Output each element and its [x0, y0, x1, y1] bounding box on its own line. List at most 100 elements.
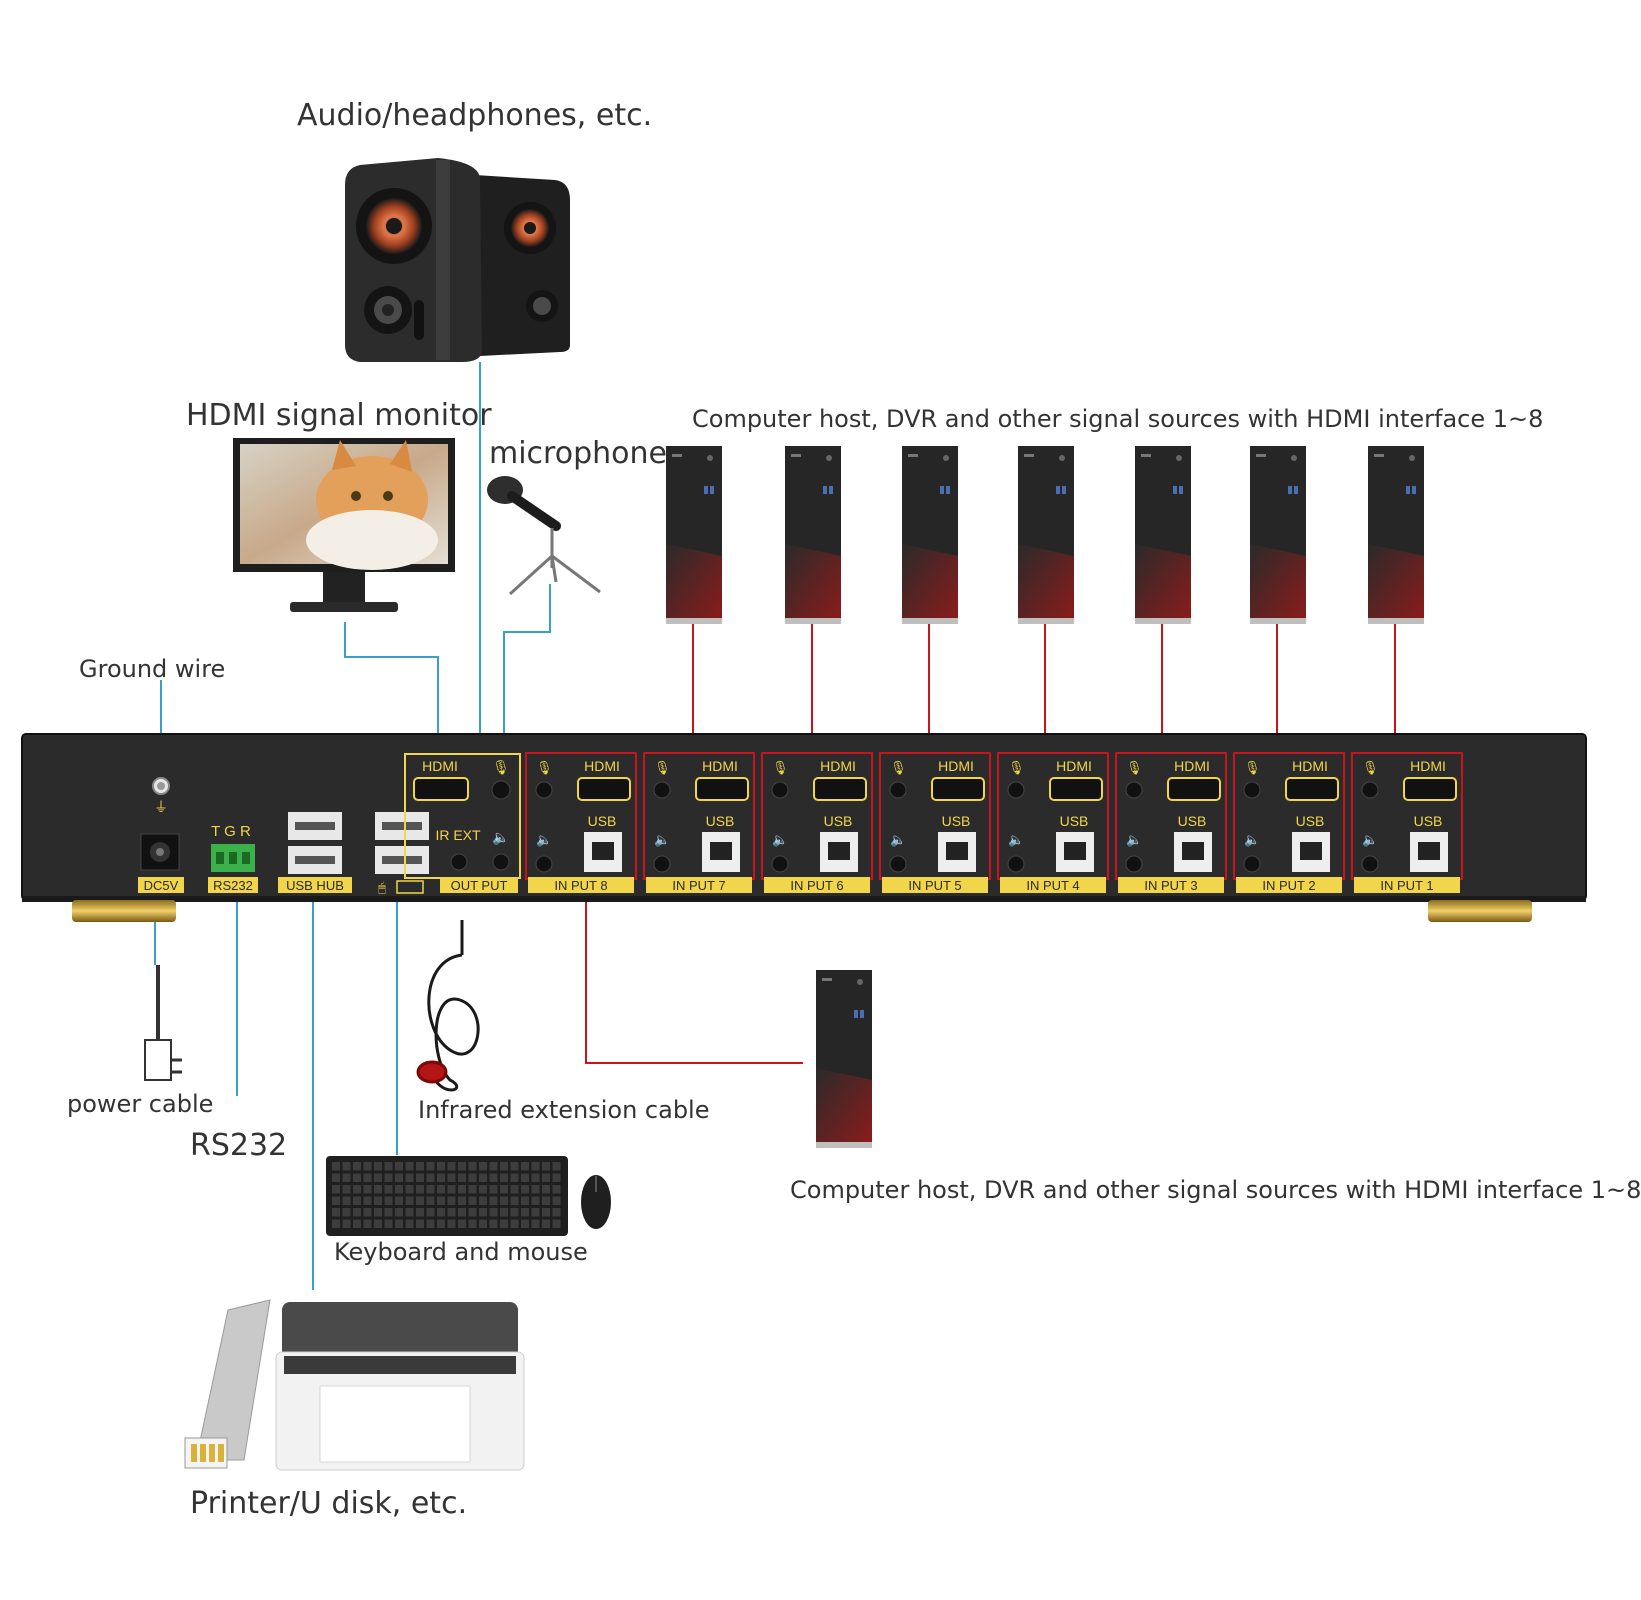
- keyboard-key: [384, 1196, 393, 1205]
- connection-lines: [154, 362, 1396, 1290]
- keyboard-key: [384, 1208, 393, 1217]
- input-mic-jack: [535, 781, 553, 799]
- keyboard-key: [405, 1219, 414, 1228]
- input-mic-icon: 🎙: [890, 760, 907, 775]
- microphone-label: microphone: [489, 436, 667, 471]
- keyboard-key: [437, 1173, 445, 1182]
- power-cable-illustration: [144, 965, 182, 1081]
- dc5v-label: DC5V: [144, 878, 179, 893]
- keyboard-key: [458, 1185, 466, 1194]
- keyboard-key: [384, 1185, 393, 1194]
- keyboard-key: [542, 1196, 550, 1205]
- input-hdmi-label: HDMI: [1174, 758, 1210, 774]
- keyboard-key: [332, 1185, 340, 1194]
- keyboard-key: [426, 1196, 435, 1205]
- keyboard-key: [479, 1208, 487, 1217]
- keyboard-key: [552, 1196, 561, 1205]
- link-microphone: [503, 584, 551, 744]
- keyboard-key: [342, 1196, 351, 1205]
- input-label: IN PUT 1: [1380, 878, 1433, 893]
- speakers-illustration: [345, 158, 570, 362]
- keyboard-key: [405, 1162, 414, 1171]
- input-label: IN PUT 6: [790, 878, 843, 893]
- keyboard-key: [468, 1185, 477, 1194]
- input-mic-icon: 🎙: [1362, 760, 1379, 775]
- input-usb-label: USB: [706, 813, 735, 829]
- input-mic-icon: 🎙: [1126, 760, 1143, 775]
- keyboard-key: [374, 1219, 382, 1228]
- input-speaker-icon: 🔈: [1008, 832, 1024, 848]
- input-usb-label: USB: [1296, 813, 1325, 829]
- keyboard-key: [500, 1208, 508, 1217]
- keyboard-key: [521, 1185, 529, 1194]
- keyboard-key: [426, 1173, 435, 1182]
- keyboard-key: [531, 1185, 540, 1194]
- input-label-plate: [1354, 877, 1460, 893]
- keyboard-key: [332, 1219, 340, 1228]
- keyboard-key: [342, 1185, 351, 1194]
- rs232-label: RS232: [190, 1128, 288, 1163]
- computer-tower: [666, 446, 722, 624]
- keyboard-key: [332, 1208, 340, 1217]
- output-speaker-icon: 🔈: [492, 829, 509, 846]
- keyboard-key: [395, 1162, 403, 1171]
- input-label-plate: [1118, 877, 1224, 893]
- printer-illustration: [275, 1302, 525, 1471]
- keyboard-key: [531, 1196, 540, 1205]
- printer-label: Printer/U disk, etc.: [190, 1486, 468, 1521]
- input-audio-jack: [771, 855, 789, 873]
- keyboard-key: [395, 1219, 403, 1228]
- input-label-plate: [1236, 877, 1342, 893]
- input-label: IN PUT 4: [1026, 878, 1079, 893]
- keyboard-mouse-label: Keyboard and mouse: [334, 1238, 588, 1266]
- keyboard-key: [531, 1173, 540, 1182]
- keyboard-key: [489, 1185, 498, 1194]
- input-hdmi-port: [577, 777, 631, 801]
- usb-hub-ports: [288, 812, 429, 874]
- keyboard-key: [521, 1173, 529, 1182]
- input-label-plate: [528, 877, 634, 893]
- keyboard-key: [468, 1173, 477, 1182]
- keyboard-port-icon: [396, 880, 424, 894]
- input-audio-jack: [889, 855, 907, 873]
- input-audio-jack: [1243, 855, 1261, 873]
- keyboard-key: [353, 1196, 361, 1205]
- keyboard-key: [468, 1208, 477, 1217]
- input-label-plate: [764, 877, 870, 893]
- input-section: 🎙 HDMI USB 🔈 IN PUT 3: [1115, 752, 1227, 893]
- input-mic-jack: [889, 781, 907, 799]
- input-section: 🎙 HDMI USB 🔈 IN PUT 8: [525, 752, 637, 893]
- keyboard-key: [458, 1196, 466, 1205]
- sources-bottom-label: Computer host, DVR and other signal sour…: [790, 1176, 1641, 1204]
- keyboard-key: [500, 1173, 508, 1182]
- keyboard-key: [468, 1219, 477, 1228]
- rs232-panel-label: RS232: [213, 878, 253, 893]
- keyboard-key: [458, 1162, 466, 1171]
- output-mic-icon: 🎙: [492, 759, 510, 775]
- input-usb-label: USB: [588, 813, 617, 829]
- input-label: IN PUT 3: [1144, 878, 1197, 893]
- input-speaker-icon: 🔈: [536, 832, 552, 848]
- input-hdmi-label: HDMI: [584, 758, 620, 774]
- keyboard-key: [510, 1219, 519, 1228]
- diagram-canvas: ⏚ T G R 🖱 DC5V RS232 USB HUB: [21, 158, 1587, 1471]
- input-speaker-icon: 🔈: [1126, 832, 1142, 848]
- keyboard-key: [353, 1173, 361, 1182]
- input-usb-label: USB: [1178, 813, 1207, 829]
- computer-tower: [1135, 446, 1191, 624]
- input-label: IN PUT 8: [554, 878, 607, 893]
- keyboard-key: [363, 1196, 372, 1205]
- keyboard-key: [405, 1208, 414, 1217]
- keyboard-key: [479, 1162, 487, 1171]
- keyboard-key: [363, 1219, 372, 1228]
- keyboard-key: [510, 1173, 519, 1182]
- power-cable-label: power cable: [67, 1090, 214, 1118]
- sources-top-label: Computer host, DVR and other signal sour…: [692, 405, 1544, 433]
- input-mic-icon: 🎙: [536, 760, 553, 775]
- keyboard-key: [521, 1219, 529, 1228]
- keyboard-key: [489, 1173, 498, 1182]
- input-usb-label: USB: [1060, 813, 1089, 829]
